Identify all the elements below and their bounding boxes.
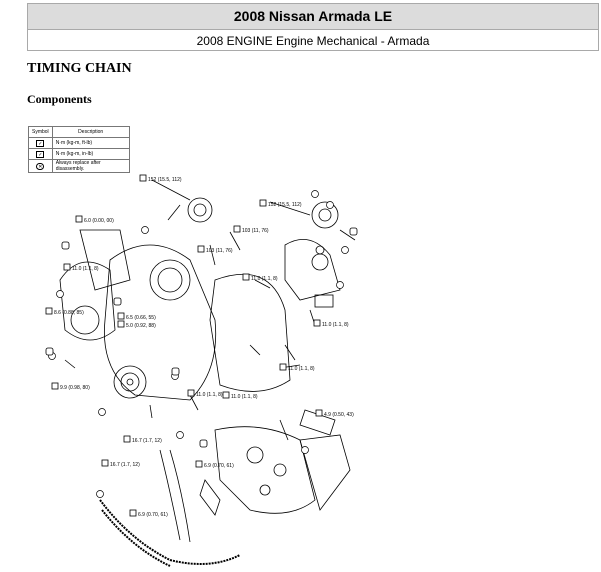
part-number-marker [56, 290, 64, 298]
replace-icon [171, 367, 180, 376]
callout-label: 4.9 (0.50, 43) [324, 412, 354, 418]
legend-row: ✕ Always replace after disassembly. [28, 159, 130, 173]
part-number-marker [176, 431, 184, 439]
part-number-marker [98, 408, 106, 416]
legend-row: ✓ N·m (kg-m, in-lb) [28, 148, 130, 160]
torque-icon [101, 459, 109, 467]
torque-icon [129, 509, 137, 517]
callout-label: 11.0 (1.1, 8) [288, 366, 315, 372]
timing-chain [99, 499, 241, 565]
callout-label: 5.0 (0.92, 88) [126, 323, 156, 329]
callout-label: 11.0 (1.1, 8) [251, 276, 278, 282]
part-number-marker [336, 281, 344, 289]
callout-label: 103 (11, 76) [242, 228, 269, 234]
replace-icon: ✕ [36, 162, 45, 170]
replace-icon [199, 439, 208, 448]
replace-icon [61, 241, 70, 250]
subsection-title: Components [27, 92, 92, 106]
cover-seal-ring [149, 259, 191, 301]
legend-description: N·m (kg-m, ft-lb) [51, 137, 130, 149]
callout-label: 8.6 (0.88, 85) [54, 310, 84, 316]
legend-col-symbol: Symbol [28, 126, 53, 138]
torque-in-lb-icon: ✓ [36, 150, 45, 158]
front-timing-cover [104, 244, 217, 401]
chain-tensioner [199, 479, 221, 516]
torque-icon [233, 225, 241, 233]
part-number-marker [301, 446, 309, 454]
callout-label: 11.0 (1.1, 8) [196, 392, 223, 398]
legend-row: ✓ N·m (kg-m, ft-lb) [28, 137, 130, 149]
torque-icon [279, 363, 287, 371]
part-number-marker [326, 201, 334, 209]
torque-icon [197, 245, 205, 253]
callout-label: 6.9 (0.70, 61) [138, 512, 168, 518]
callout-label: 6.9 (0.70, 61) [204, 463, 234, 469]
document-header: 2008 Nissan Armada LE 2008 ENGINE Engine… [27, 3, 599, 51]
torque-icon [242, 273, 250, 281]
timing-chain-exploded-diagram: 152 (15.5, 112) 152 (15.5, 112) 6.0 (0.0… [45, 174, 358, 567]
callout-label: 9.9 (0.98, 80) [60, 385, 90, 391]
torque-icon [259, 199, 267, 207]
torque-icon [75, 215, 83, 223]
document-subtitle: 2008 ENGINE Engine Mechanical - Armada [196, 34, 430, 48]
callout-label: 11.0 (1.1, 8) [231, 394, 258, 400]
torque-icon [117, 312, 125, 320]
replace-icon [45, 347, 54, 356]
torque-icon [313, 319, 321, 327]
section-title: TIMING CHAIN [27, 61, 132, 76]
torque-callouts: 152 (15.5, 112) 152 (15.5, 112) 6.0 (0.0… [45, 174, 354, 518]
water-pump-cover [59, 261, 116, 341]
rear-timing-cover [209, 273, 291, 392]
callout-label: 16.7 (1.7, 12) [110, 462, 140, 468]
torque-icon [195, 460, 203, 468]
callout-label: 11.0 (1.1, 8) [322, 322, 349, 328]
part-number-marker [311, 190, 319, 198]
timing-chain-guide [159, 449, 181, 541]
replace-icon [113, 297, 122, 306]
replace-markers [45, 227, 358, 448]
legend-header-row: Symbol Description [28, 126, 130, 138]
camshaft-sprocket-left [187, 197, 213, 223]
cylinder-block-front [214, 426, 316, 514]
callout-label: 6.5 (0.66, 55) [126, 315, 156, 321]
callout-label: 103 (11, 76) [206, 248, 233, 254]
callout-label: 16.7 (1.7, 12) [132, 438, 162, 444]
legend-description: Always replace after disassembly. [51, 159, 130, 173]
legend-col-description: Description [51, 126, 130, 138]
camshaft-sprocket-right [311, 201, 339, 229]
torque-ft-lb-icon: ✓ [36, 139, 45, 147]
legend-description: N·m (kg-m, in-lb) [51, 148, 130, 160]
vehicle-title: 2008 Nissan Armada LE [28, 4, 598, 30]
replace-icon [349, 227, 358, 236]
torque-icon [139, 174, 147, 182]
part-number-marker [96, 490, 104, 498]
symbol-legend-table: Symbol Description ✓ N·m (kg-m, ft-lb) ✓… [28, 126, 130, 173]
torque-icon [123, 435, 131, 443]
callout-label: 152 (15.5, 112) [268, 202, 302, 208]
crankshaft-pulley [113, 365, 147, 399]
part-number-marker [141, 226, 149, 234]
torque-icon [45, 307, 53, 315]
torque-icon [63, 263, 71, 271]
torque-icon [187, 389, 195, 397]
part-number-marker [341, 246, 349, 254]
callout-label: 152 (15.5, 112) [148, 177, 182, 183]
chain-case-bracket [284, 238, 341, 301]
torque-icon [51, 382, 59, 390]
callout-label: 11.0 (1.1, 8) [72, 266, 99, 272]
torque-icon [117, 320, 125, 328]
callout-label: 6.0 (0.00, 00) [84, 218, 114, 224]
torque-icon [315, 409, 323, 417]
torque-icon [222, 391, 230, 399]
